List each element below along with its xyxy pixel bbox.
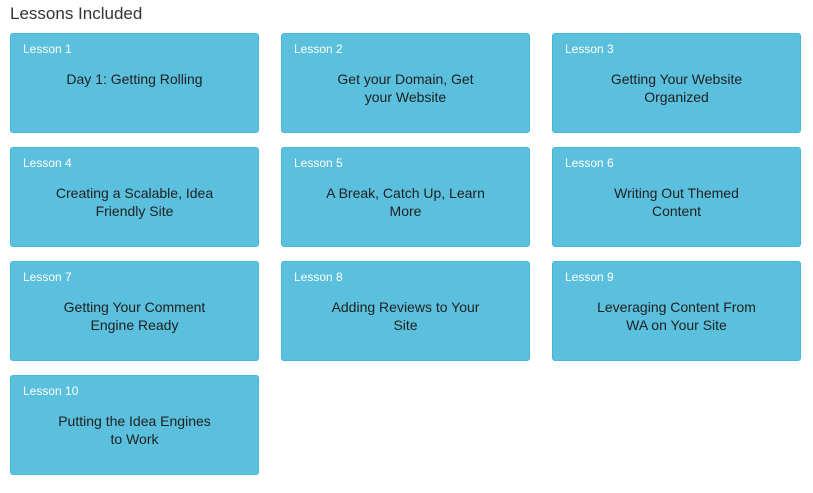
- lesson-title: Day 1: Getting Rolling: [66, 71, 203, 87]
- lesson-title: A Break, Catch Up, Learn More: [326, 185, 485, 219]
- lesson-number: Lesson 4: [23, 156, 72, 170]
- lesson-card-3[interactable]: Lesson 3 Getting Your Website Organized: [552, 33, 801, 133]
- section-heading: Lessons Included: [10, 4, 143, 23]
- lesson-card-2[interactable]: Lesson 2 Get your Domain, Get your Websi…: [281, 33, 530, 133]
- lesson-title: Adding Reviews to Your Site: [331, 299, 480, 333]
- lesson-title: Writing Out Themed Content: [614, 185, 739, 219]
- lesson-number: Lesson 9: [565, 270, 614, 284]
- lesson-card-5[interactable]: Lesson 5 A Break, Catch Up, Learn More: [281, 147, 530, 247]
- lesson-title: Get your Domain, Get your Website: [337, 71, 474, 105]
- lesson-number: Lesson 3: [565, 42, 614, 56]
- lesson-number: Lesson 1: [23, 42, 72, 56]
- lesson-card-9[interactable]: Lesson 9 Leveraging Content From WA on Y…: [552, 261, 801, 361]
- lesson-title: Putting the Idea Engines to Work: [58, 413, 211, 447]
- lesson-card-10[interactable]: Lesson 10 Putting the Idea Engines to Wo…: [10, 375, 259, 475]
- lesson-title: Creating a Scalable, Idea Friendly Site: [55, 185, 214, 219]
- lesson-card-6[interactable]: Lesson 6 Writing Out Themed Content: [552, 147, 801, 247]
- lesson-title: Getting Your Comment Engine Ready: [63, 299, 206, 333]
- lesson-title: Getting Your Website Organized: [610, 71, 743, 105]
- lesson-number: Lesson 7: [23, 270, 72, 284]
- lesson-card-4[interactable]: Lesson 4 Creating a Scalable, Idea Frien…: [10, 147, 259, 247]
- lesson-number: Lesson 8: [294, 270, 343, 284]
- lesson-number: Lesson 10: [23, 384, 79, 398]
- lessons-grid: Lesson 1 Day 1: Getting Rolling Lesson 2…: [10, 33, 801, 475]
- lesson-card-1[interactable]: Lesson 1 Day 1: Getting Rolling: [10, 33, 259, 133]
- lesson-number: Lesson 6: [565, 156, 614, 170]
- lesson-title: Leveraging Content From WA on Your Site: [597, 299, 756, 333]
- lesson-number: Lesson 2: [294, 42, 343, 56]
- lesson-card-8[interactable]: Lesson 8 Adding Reviews to Your Site: [281, 261, 530, 361]
- lesson-card-7[interactable]: Lesson 7 Getting Your Comment Engine Rea…: [10, 261, 259, 361]
- lesson-number: Lesson 5: [294, 156, 343, 170]
